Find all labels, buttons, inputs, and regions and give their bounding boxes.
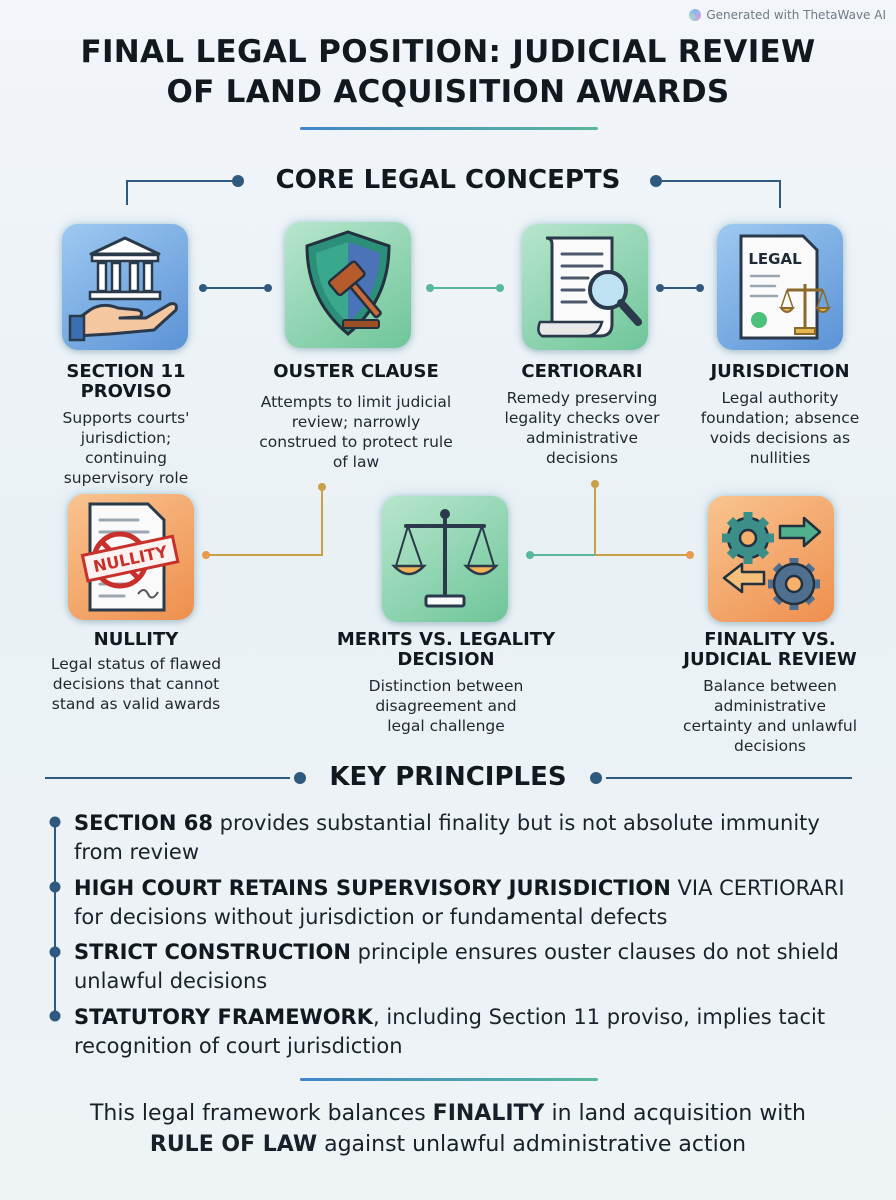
page-title: FINAL LEGAL POSITION: JUDICIAL REVIEW OF… (0, 32, 896, 112)
principles-timeline (49, 816, 61, 1022)
principle-item: STRICT CONSTRUCTION principle ensures ou… (74, 938, 874, 996)
connector-lines (45, 175, 852, 784)
core-concepts-heading: CORE LEGAL CONCEPTS (275, 165, 621, 195)
concept-title: SECTION 11 PROVISO (66, 361, 186, 402)
principle-bold: STATUTORY FRAMEWORK (74, 1005, 374, 1029)
concept-desc: Attempts to limit judicial review; narro… (259, 393, 453, 471)
concept-desc: Distinction between disagreement and leg… (368, 677, 524, 735)
principle-bold: STRICT CONSTRUCTION (74, 940, 351, 964)
concept-title: JURISDICTION (710, 361, 850, 382)
key-principles-heading: KEY PRINCIPLES (329, 762, 567, 792)
concept-certiorari: CERTIORARI Remedy preserving legality ch… (492, 362, 672, 468)
closing-bold: FINALITY (432, 1101, 545, 1126)
principle-text: principle ensures ouster clauses do not … (74, 940, 839, 993)
principle-text: , including Section 11 proviso, implies … (74, 1005, 826, 1058)
closing-divider (300, 1078, 598, 1081)
closing-text: This legal framework balances (89, 1101, 433, 1126)
concept-desc: Balance between administrative certainty… (682, 677, 858, 755)
scales-icon (382, 496, 508, 622)
principle-text: provides substantial finality but is not… (74, 811, 820, 864)
bank-hand-icon (62, 224, 188, 350)
closing-bold: RULE OF LAW (149, 1132, 318, 1157)
principle-bold: SECTION 68 (74, 811, 213, 835)
legal-document-scales-icon: LEGAL (717, 224, 843, 350)
concept-merits-vs-legality: MERITS VS. LEGALITY DECISION Distinction… (324, 630, 568, 736)
principle-item: SECTION 68 provides substantial finality… (74, 809, 874, 867)
principle-text: VIA CERTIORARI for decisions without jur… (74, 876, 845, 929)
watermark-text: Generated with ThetaWave AI (706, 8, 886, 22)
concept-desc: Legal status of flawed decisions that ca… (50, 655, 222, 713)
concept-ouster-clause: OUSTER CLAUSE Attempts to limit judicial… (256, 362, 456, 472)
page-title-line2: OF LAND ACQUISITION AWARDS (166, 74, 730, 110)
legal-icon-text: LEGAL (748, 250, 802, 268)
concept-title: OUSTER CLAUSE (273, 361, 439, 382)
gears-arrows-icon (708, 496, 834, 622)
closing-text: against unlawful administrative action (317, 1132, 747, 1157)
page-title-line1: FINAL LEGAL POSITION: JUDICIAL REVIEW (80, 34, 816, 70)
concept-title: FINALITY VS. JUDICIAL REVIEW (683, 629, 857, 670)
concept-section-11-proviso: SECTION 11 PROVISO Supports courts' juri… (36, 362, 216, 488)
concept-nullity: NULLITY Legal status of flawed decisions… (36, 630, 236, 714)
concept-title: NULLITY (93, 629, 179, 650)
concept-desc: Supports courts' jurisdiction; continuin… (62, 409, 190, 487)
concept-title: CERTIORARI (521, 361, 643, 382)
concept-jurisdiction: JURISDICTION Legal authority foundation;… (690, 362, 870, 468)
concept-desc: Remedy preserving legality checks over a… (504, 389, 660, 467)
concept-title: MERITS VS. LEGALITY DECISION (336, 629, 556, 670)
thetawave-logo-icon (689, 9, 702, 21)
closing-text: in land acquisition with (544, 1101, 806, 1126)
closing-statement: This legal framework balances FINALITY i… (0, 1098, 896, 1160)
shield-gavel-icon (285, 222, 411, 348)
principle-item: STATUTORY FRAMEWORK, including Section 1… (74, 1003, 874, 1061)
watermark: Generated with ThetaWave AI (689, 8, 886, 22)
concept-finality-vs-judicial-review: FINALITY VS. JUDICIAL REVIEW Balance bet… (670, 630, 870, 756)
principle-bold: HIGH COURT RETAINS SUPERVISORY JURISDICT… (74, 876, 671, 900)
title-divider (300, 127, 598, 130)
principle-item: HIGH COURT RETAINS SUPERVISORY JURISDICT… (74, 874, 874, 932)
concept-desc: Legal authority foundation; absence void… (700, 389, 860, 467)
nullity-stamp-icon: NULLITY (68, 494, 194, 620)
scroll-magnifier-icon (522, 224, 648, 350)
